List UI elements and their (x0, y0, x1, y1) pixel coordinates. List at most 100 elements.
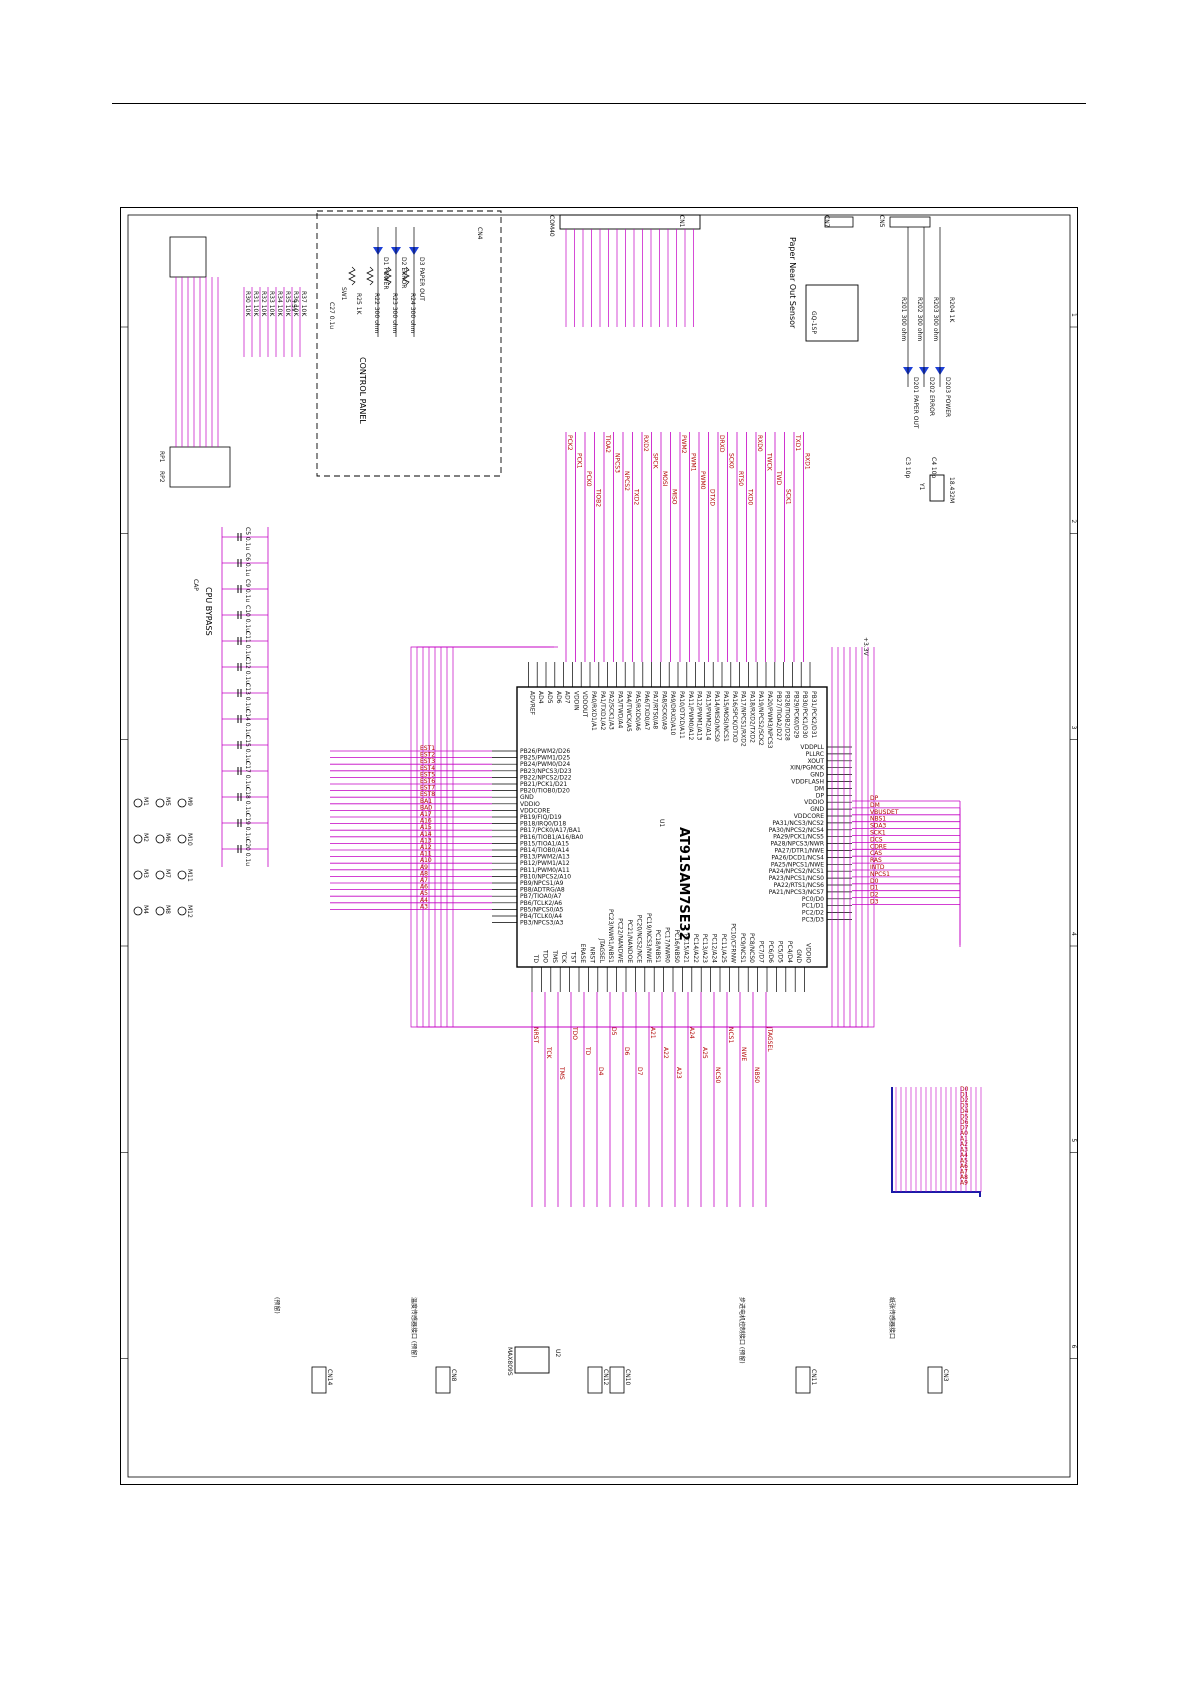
mcu-pin-bottom-name: PC6/D6 (767, 941, 774, 963)
status-led-label: D202 ERROR (928, 377, 935, 416)
top-net-label: MISO (671, 489, 678, 505)
left-net-label: A12 (420, 844, 432, 851)
bottom-net-label: NRST (532, 1027, 539, 1043)
pullup-label: R37 10K (300, 291, 307, 317)
bus-label: D5 (960, 1114, 969, 1121)
mcu-pin-left-name: PB5/NPCS0/A5 (520, 906, 564, 913)
right-net-label: VBUSDET (870, 809, 899, 816)
left-net-label: A4 (420, 897, 428, 904)
mounting-hole-icon (155, 870, 165, 880)
pullup-label: R36 10K (292, 291, 299, 317)
control-panel-connector: CN4 (476, 227, 483, 240)
bottom-net-label: TCK (545, 1046, 552, 1060)
paper-sensor-connector-body (824, 216, 854, 228)
page-header-rule (112, 103, 1086, 104)
bus-label: D7 (960, 1125, 969, 1132)
crystal-y1 (929, 474, 945, 502)
bypass-cap-label: C15 0.1u (244, 735, 251, 762)
mcu-pin-left-name: PB17/PCK0/A17/BA1 (520, 827, 581, 834)
mcu-pin-bottom-name: PC18/NBS1 (654, 929, 661, 963)
mcu-pin-right-name: DM (814, 785, 824, 792)
control-panel-switch: SW1 (340, 287, 347, 301)
bus-label: A8 (960, 1174, 968, 1181)
regulator-ref: U2 (554, 1349, 561, 1357)
bottom-block-label: 纸张传感器接口 (888, 1297, 896, 1339)
mcu-pin-bottom-name: PC21/NANDOE (626, 919, 633, 963)
mounting-hole-icon (155, 834, 165, 844)
mounting-hole-icon (133, 870, 143, 880)
top-net-label: NPCS3 (614, 453, 621, 473)
top-net-label: TXD1 (794, 434, 801, 451)
mcu-pin-bottom-name: PC12/A24 (711, 934, 718, 963)
power-rail-label-alt: +5V (290, 299, 297, 313)
mcu-pin-right-name: PA23/NPCS1/NCS0 (769, 875, 824, 882)
mcu-pin-right-name: PC0/D0 (802, 896, 824, 903)
mcu-pin-left-name: PB12/PWM1/A12 (520, 860, 570, 867)
mcu-pin-top-name: PA0/RXD1/A1 (590, 691, 597, 731)
mcu-pin-left-name: PB10/NPCS2/A10 (520, 873, 571, 880)
control-panel-cap: C27 0.1u (328, 302, 335, 329)
mcu-pin-right-name: PA27/DTR1/NWE (775, 848, 825, 855)
top-net-label: PWM2 (680, 435, 687, 454)
mcu-pin-left-name: PB3/NPCS3/A3 (520, 920, 564, 927)
crystal-cap-label: C3 10p (904, 457, 911, 479)
mounting-hole-icon (133, 906, 143, 916)
mcu-pin-top-name: VDDOUT (581, 691, 588, 717)
bottom-net-label: NBS0 (753, 1067, 760, 1083)
right-net-label: NPCS1 (870, 871, 890, 878)
mounting-hole-icon (177, 870, 187, 880)
mounting-hole-label: M5 (164, 797, 171, 806)
pullup-label: R35 10K (284, 291, 291, 317)
mcu-pin-top-name: PA15/MOSI/NCS1 (722, 691, 729, 742)
mcu-pin-bottom-name: PC16/NBS0 (673, 929, 680, 963)
mcu-pin-left-name: PB14/TIOB0/A14 (520, 847, 569, 854)
top-connector-pins (565, 229, 694, 327)
mounting-hole-label: M2 (142, 833, 149, 842)
right-net-label: RAS (870, 857, 882, 864)
top-net-label: PCK1 (576, 453, 583, 469)
bus-label: D3 (960, 1103, 969, 1110)
mcu-pin-bottom-name: NRST (588, 947, 595, 963)
resistor-array-ref: RP2 (158, 471, 165, 483)
resistor-icon (384, 266, 392, 286)
border-number: 6 (1070, 1345, 1077, 1349)
resistor-icon (366, 266, 374, 286)
top-net-label: TWD (775, 470, 782, 486)
top-net-label: RXD1 (804, 453, 811, 470)
bottom-block-label: 温度传感器接口 (预留) (410, 1297, 418, 1358)
mounting-hole-label: M4 (142, 905, 149, 914)
left-net-label: A9 (420, 864, 428, 871)
resistor-array-body (169, 446, 231, 488)
mcu-pin-left-name: VDDCORE (520, 807, 550, 814)
right-net-label: CDRE (870, 843, 887, 850)
mounting-hole-label: M6 (164, 833, 171, 842)
bottom-connector-blocks: (预留)温度传感器接口 (预留)步进电机控制接口 (预留)纸张传感器接口CN14… (273, 1297, 949, 1394)
mcu-pin-bottom-name: VDDIO (805, 943, 812, 963)
bypass-cap-label: C19 0.1u (244, 813, 251, 840)
mcu-pin-bottom-name: PC10/CFRNW (729, 923, 736, 963)
status-resistor-label: R203 300 ohm (932, 297, 939, 341)
mcu-pin-left-name: PB9/NPCS1/A9 (520, 880, 564, 887)
left-net-label: A13 (420, 837, 432, 844)
bottom-connector-body (927, 1366, 943, 1394)
bus-label: A6 (960, 1163, 968, 1170)
mcu-pin-right-name: VDDPLL (800, 744, 824, 751)
mcu-pin-left-name: PB20/TIOB0/D20 (520, 788, 570, 795)
mcu-pin-right-name: PA31/NCS3/NCS2 (772, 820, 824, 827)
mcu-pin-top-name: PB28/TIOB2/D28 (784, 691, 791, 741)
top-net-label: PCK0 (585, 471, 592, 487)
bus-label: D2 (960, 1097, 969, 1104)
mcu-pin-top-name: VDDIN (572, 691, 579, 711)
bottom-connector-body (795, 1366, 811, 1394)
right-net-label: DCS (870, 836, 883, 843)
status-resistor-label: R202 300 ohm (916, 297, 923, 341)
bypass-cap-label: C6 0.1u (244, 553, 251, 576)
mcu-pin-top-name: PA10/DTXD/A11 (678, 691, 685, 739)
left-net-label: EST3 (420, 758, 435, 765)
mcu-pin-right-name: PA24/NPCS2/NCS1 (769, 868, 824, 875)
mcu-pin-top-name: PA3/TWD/A4 (616, 691, 623, 729)
